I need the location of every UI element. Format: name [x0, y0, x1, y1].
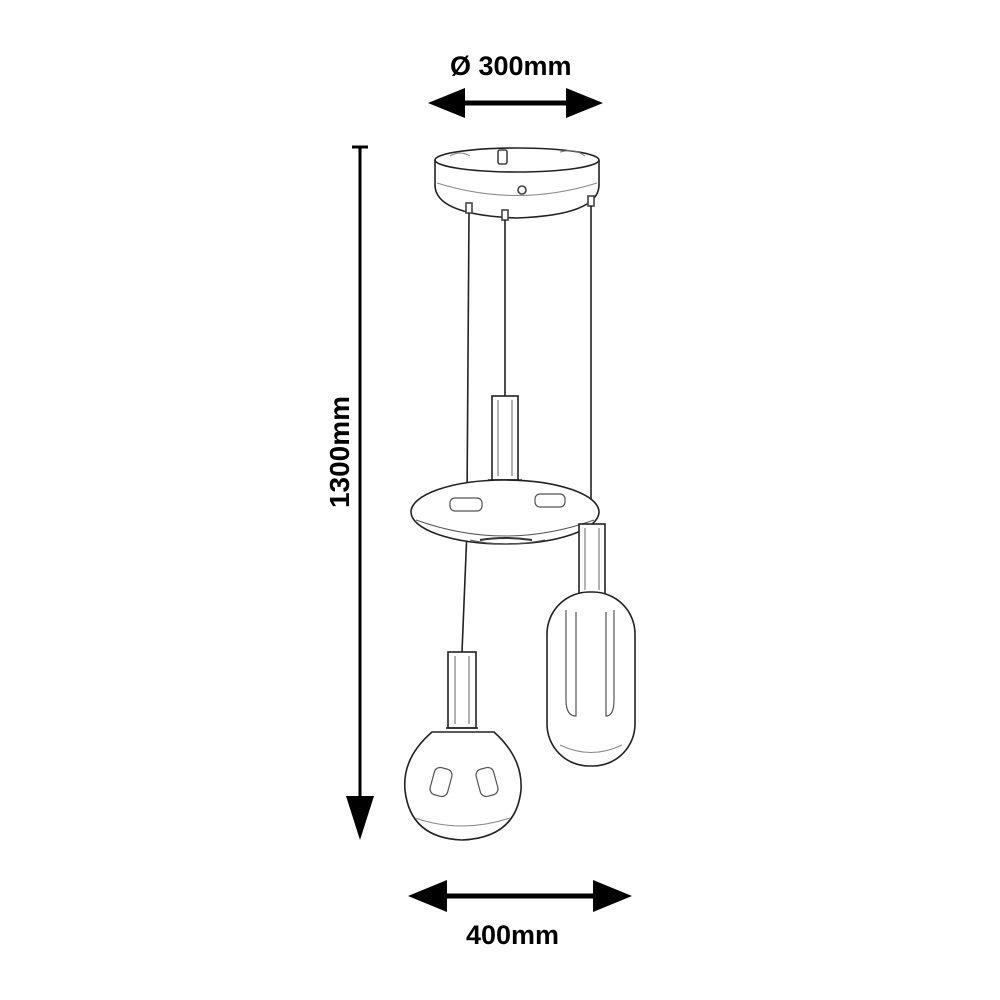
- globe-pendant: [403, 651, 522, 841]
- disc-pendant: [410, 395, 600, 545]
- overall-width-arrow: [408, 880, 632, 912]
- overall-width-label: 400mm: [466, 920, 560, 950]
- canopy-diameter-arrow: [428, 88, 603, 118]
- overall-height-arrow: [346, 145, 374, 840]
- suspension-cables: [461, 206, 592, 653]
- cylinder-pendant: [546, 523, 636, 767]
- canopy-diameter-label: Ø 300mm: [450, 51, 572, 81]
- overall-height-label: 1300mm: [324, 395, 355, 509]
- ceiling-canopy: [434, 147, 600, 221]
